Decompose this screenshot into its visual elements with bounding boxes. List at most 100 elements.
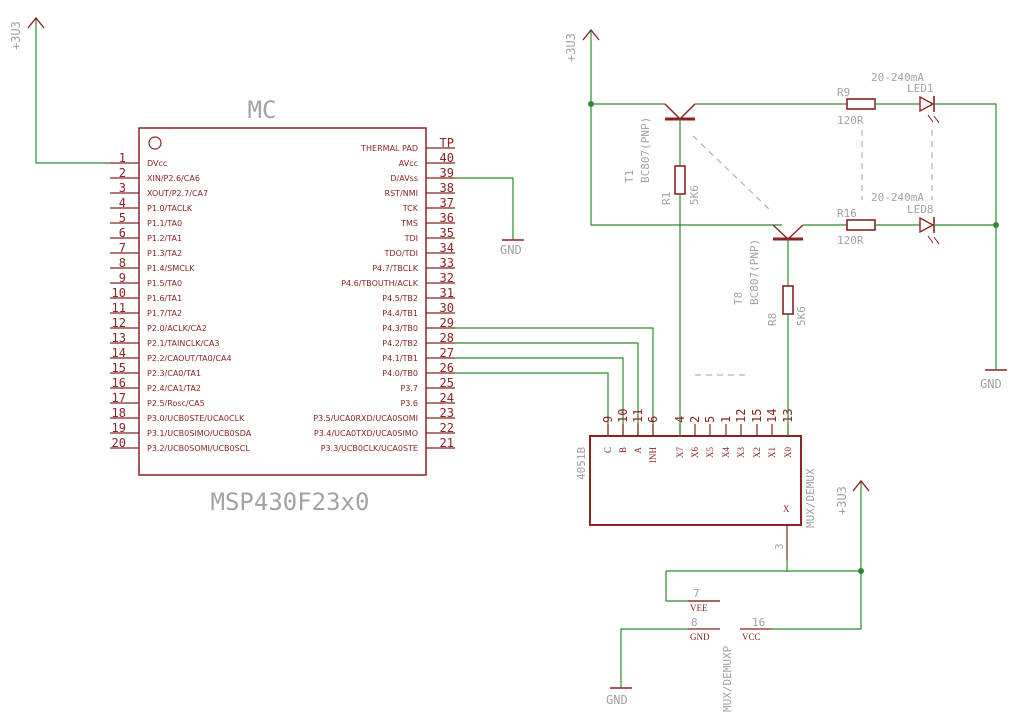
mc-pin1-marker — [148, 136, 162, 150]
mc-pin-number: 24 — [440, 391, 454, 405]
mux-pin-number: 5 — [703, 416, 717, 423]
mc-pin-number: 1 — [119, 151, 126, 165]
mc-pin-name: P3.3/UCB0CLK/UCA0STE — [321, 444, 418, 453]
mc-pin-name: P4.6/TBOUTH/ACLK — [341, 279, 419, 288]
mc-pin-number: 33 — [440, 256, 454, 270]
mux-pin-number: 14 — [765, 409, 779, 423]
gnd-label-mux: GND — [606, 693, 628, 707]
resistor-r16 — [846, 219, 876, 231]
mux-pin-name: X5 — [705, 447, 715, 458]
mc-pin-number: 19 — [112, 421, 126, 435]
mc-pin-number: 18 — [112, 406, 126, 420]
mc-pin-name: P2.1/TAINCLK/CA3 — [147, 339, 219, 348]
mux-pin-name: X0 — [783, 447, 793, 458]
supply-arrow-icon — [27, 16, 45, 29]
mc-pin-name: D/AVss — [390, 174, 418, 183]
mc-pin-number: 10 — [112, 286, 126, 300]
mc-pin-number: 31 — [440, 286, 454, 300]
mc-pin-number: 7 — [119, 241, 126, 255]
mc-pin-name: P4.3/TB0 — [382, 324, 418, 333]
mc-pin-number: 32 — [440, 271, 454, 285]
t8-part: BC807(PNP) — [748, 239, 761, 305]
r16-ref: R16 — [837, 207, 857, 220]
mc-pin-number: 39 — [440, 166, 454, 180]
supply-label-mc: +3U3 — [9, 21, 23, 50]
mux-pin-name: A — [633, 447, 643, 454]
mux-pin-number: 11 — [631, 409, 645, 423]
resistor-r9 — [846, 98, 876, 110]
mc-pin-number: TP — [440, 136, 454, 150]
mux-pin-name: B — [618, 447, 628, 453]
mc-pin-number: 9 — [119, 271, 126, 285]
mc-pin-name: P1.4/SMCLK — [147, 264, 195, 273]
led8-current: 20-240mA — [871, 191, 924, 204]
t8-ref: T8 — [732, 292, 745, 305]
mc-pin-number: 3 — [119, 181, 126, 195]
junction-dot — [588, 101, 594, 107]
mux-pin-number: 2 — [688, 416, 702, 423]
mc-pin-name: RST/NMI — [385, 189, 418, 198]
mux-pin-number: 1 — [719, 416, 733, 423]
mux-power-name: MUX/DEMUXP — [721, 645, 734, 712]
mc-pin-name: TCK — [402, 204, 419, 213]
mc-pin-number: 5 — [119, 211, 126, 225]
mux-pin-number: 10 — [616, 409, 630, 423]
mux-x-pin-num: 3 — [773, 543, 786, 550]
mc-pin-number: 12 — [112, 316, 126, 330]
mc-pin-name: P2.5/Rosc/CA5 — [147, 399, 205, 408]
led1-icon — [919, 95, 935, 113]
mc-pin-name: THERMAL PAD — [360, 144, 418, 153]
vee-pin-name: VEE — [690, 603, 708, 613]
r1-ref: R1 — [660, 192, 673, 205]
led1-ref: LED1 — [907, 82, 934, 95]
mc-pin-name: P2.3/CA0/TA1 — [147, 369, 201, 378]
mux-pin-name: X1 — [767, 447, 777, 458]
mux-4051b: 4051B MUX/DEMUX 9C10B11A6INH4X72X65X51X4… — [575, 409, 817, 560]
led1-current: 20-240mA — [871, 71, 924, 84]
mc-body — [138, 127, 427, 476]
mc-pin-number: 28 — [440, 331, 454, 345]
mux-part-label: 4051B — [575, 447, 588, 480]
supply-3v3-mc: +3U3 — [9, 16, 110, 164]
mc-pin-number: 38 — [440, 181, 454, 195]
mc-pin-number: 2 — [119, 166, 126, 180]
supply-label-mux: +3U3 — [835, 486, 849, 515]
mux-x-label: X — [783, 504, 790, 514]
mc-pin-number: 4 — [119, 196, 126, 210]
mux-pin-number: 6 — [646, 416, 660, 423]
mux-pin-name: X7 — [675, 447, 685, 458]
mc-pin-name: XOUT/P2.7/CA7 — [147, 189, 208, 198]
mc-pin-name: P1.2/TA1 — [147, 234, 182, 243]
r1-value: 5K6 — [688, 185, 701, 205]
mux-pin-name: X3 — [736, 447, 746, 458]
mc-pin-number: 22 — [440, 421, 454, 435]
gnd-label-mc: GND — [500, 243, 522, 257]
mc-pin-number: 36 — [440, 211, 454, 225]
gnd-label-led: GND — [980, 377, 1002, 391]
t1-part: BC807(PNP) — [639, 117, 652, 183]
mc-pin-name: P2.0/ACLK/CA2 — [147, 324, 207, 333]
mux-pin-name: INH — [648, 447, 658, 463]
mux-pin-name: C — [603, 447, 613, 453]
mc-pin-number: 37 — [440, 196, 454, 210]
mc-pin-name: P4.4/TB1 — [382, 309, 418, 318]
gnd-pin-name: GND — [690, 632, 710, 642]
mc-pin-name: P4.5/TB2 — [382, 294, 418, 303]
mc-pin-number: 8 — [119, 256, 126, 270]
mux-power: MUX/DEMUXP 7 VEE 8 GND 16 VCC GND +3U3 — [606, 479, 870, 712]
mc-pin-name: TDO/TDI — [384, 249, 418, 258]
mc-pin-name: TMS — [400, 219, 418, 228]
mc-pin-name: P2.4/CA1/TA2 — [147, 384, 201, 393]
mc-pin-number: 29 — [440, 316, 454, 330]
mc-pin-name: P1.7/TA2 — [147, 309, 182, 318]
mc-pin-number: 35 — [440, 226, 454, 240]
mux-pin-name: X6 — [690, 447, 700, 458]
mc-pin-number: 23 — [440, 406, 454, 420]
mc-pin-name: P1.6/TA1 — [147, 294, 182, 303]
mc-pin-name: P3.1/UCB0SIMO/UCB0SDA — [147, 429, 252, 438]
junction-dot — [993, 222, 999, 228]
mc-pin-name: P3.5/UCA0RXD/UCA0SOMI — [313, 414, 418, 423]
